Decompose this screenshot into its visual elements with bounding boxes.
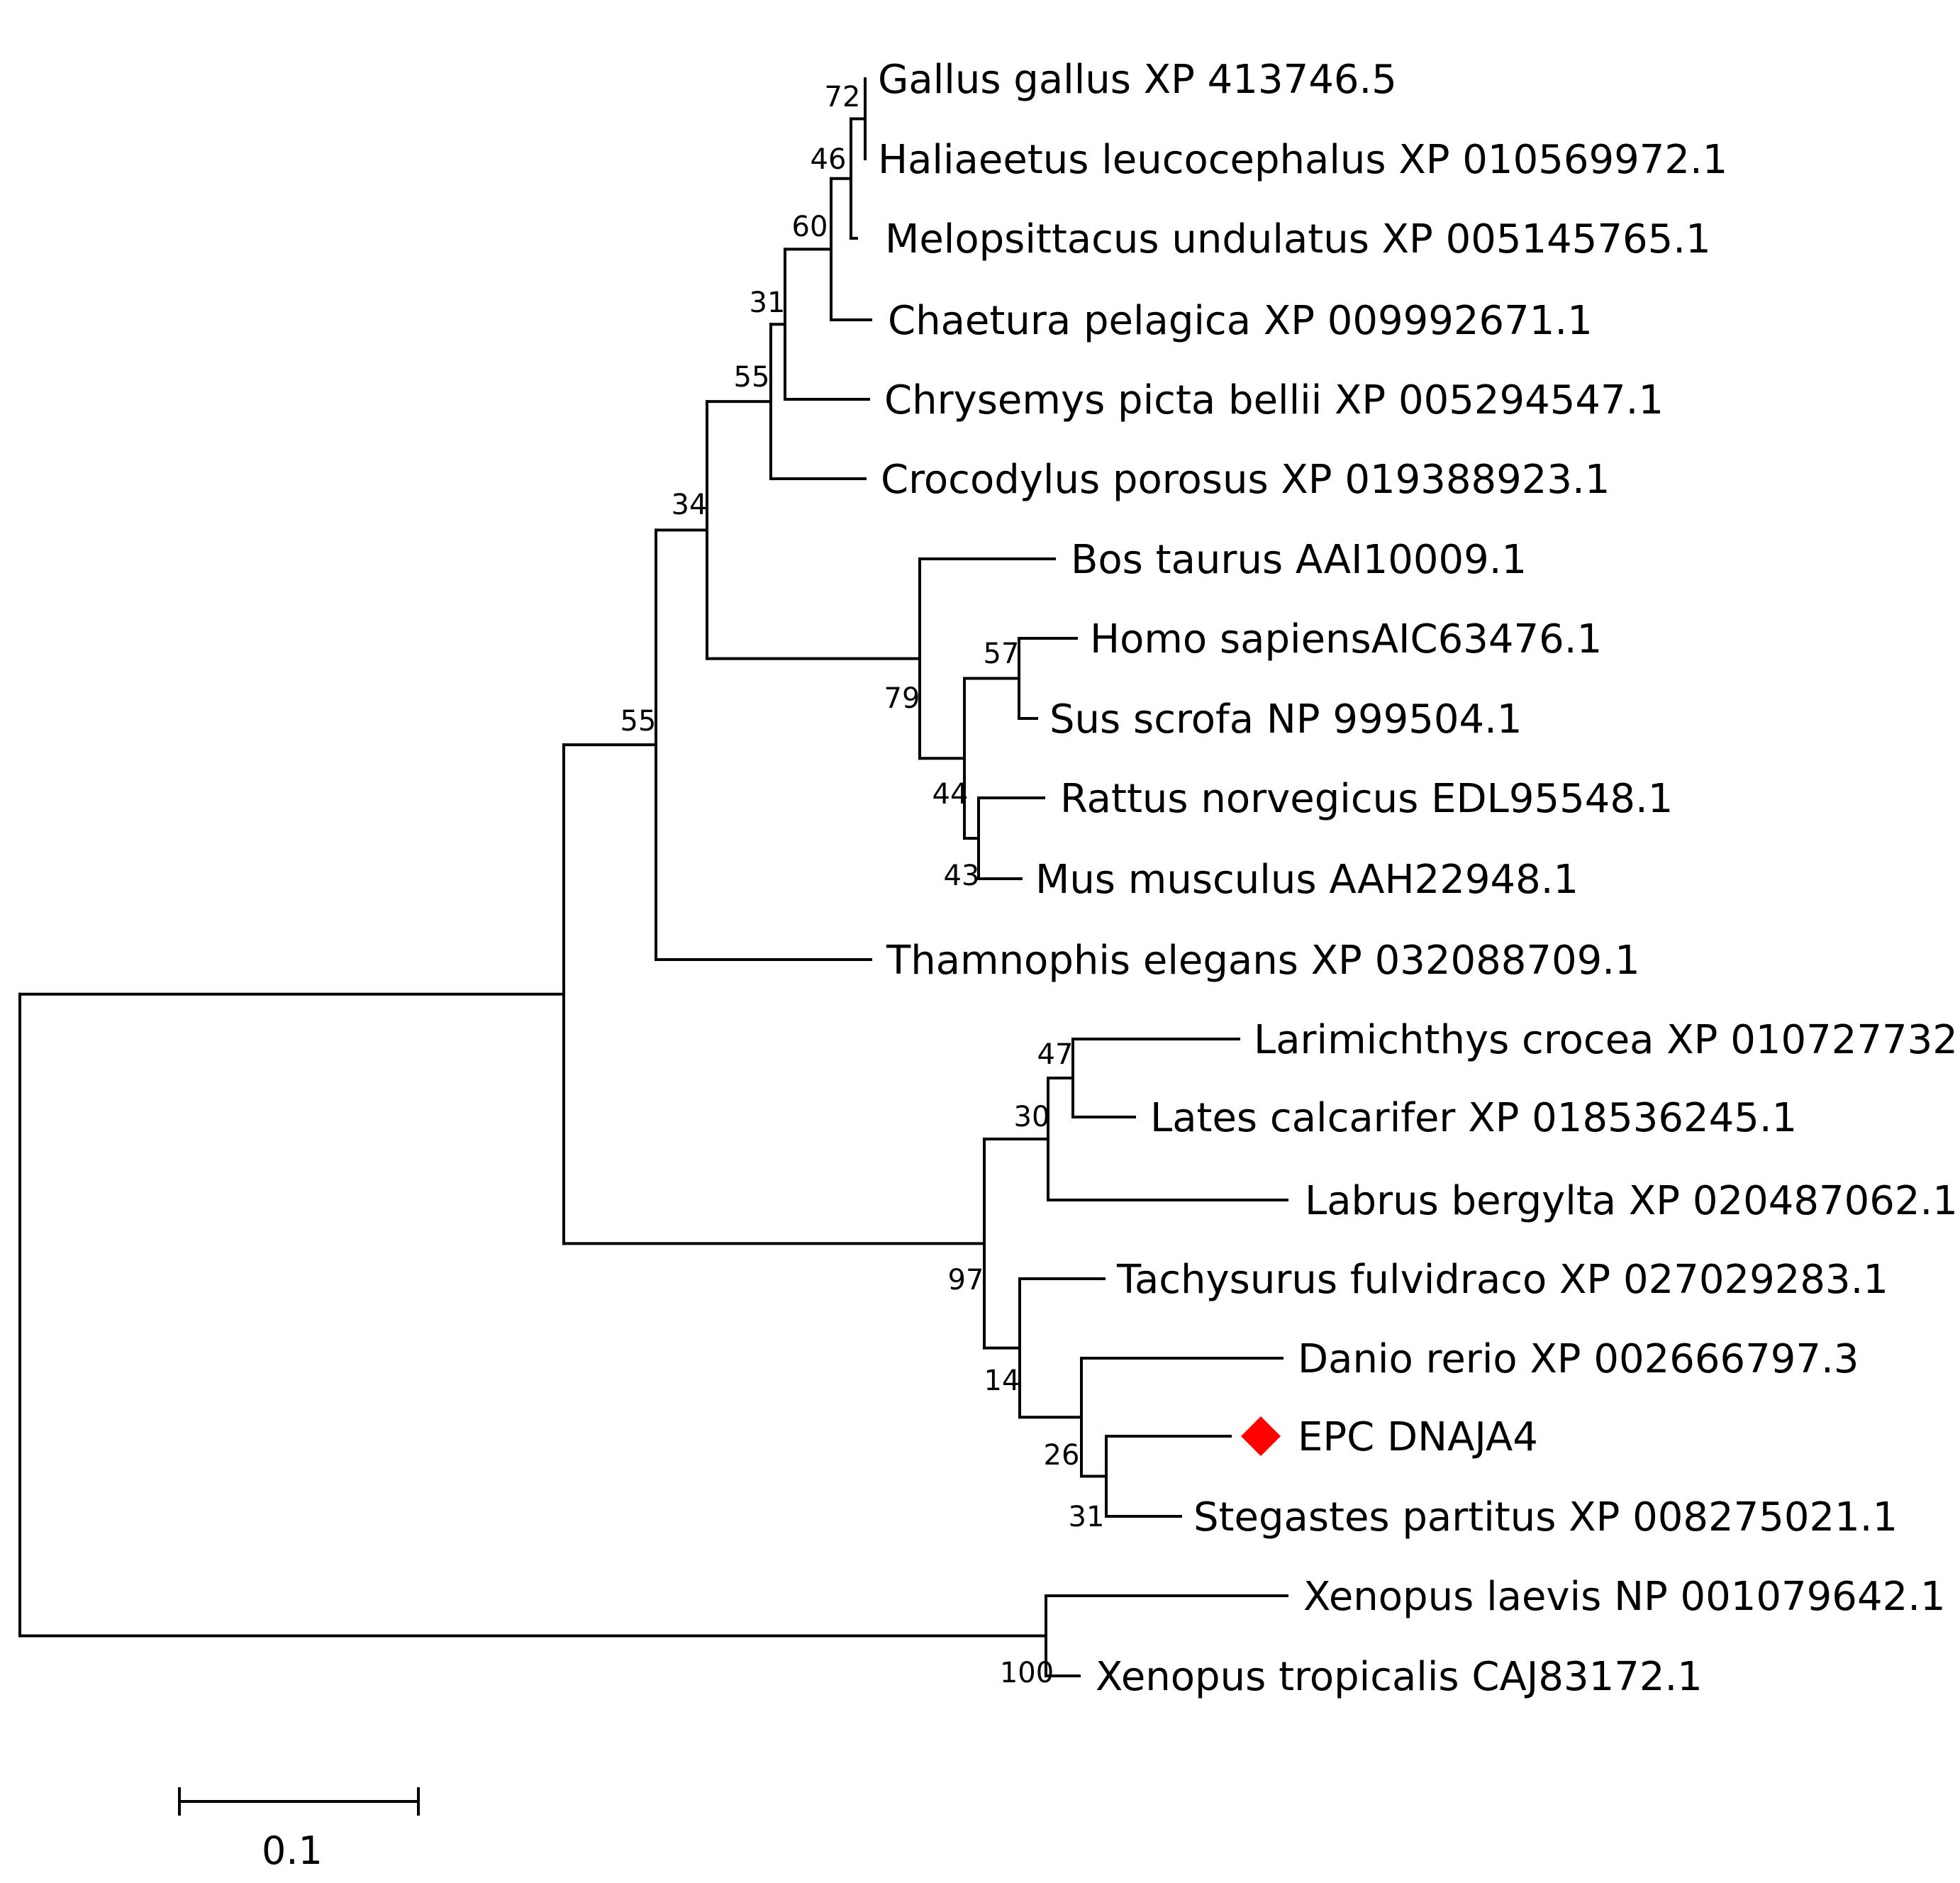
tree-branches — [18, 77, 1288, 1677]
leaf-label: Haliaeetus leucocephalus XP 010569972.1 — [878, 137, 1727, 183]
bootstrap-value: 55 — [620, 705, 657, 738]
leaf-label: Lates calcarifer XP 018536245.1 — [1150, 1095, 1797, 1141]
leaf-label: Gallus gallus XP 413746.5 — [878, 57, 1397, 103]
leaf-label: Chrysemys picta bellii XP 005294547.1 — [884, 377, 1664, 423]
bootstrap-value: 14 — [984, 1365, 1020, 1397]
bootstrap-value: 26 — [1044, 1439, 1080, 1472]
leaf-label: Chaetura pelagica XP 009992671.1 — [888, 298, 1593, 344]
leaf-label: EPC DNAJA4 — [1298, 1414, 1538, 1460]
leaf-label: Crocodylus porosus XP 019388923.1 — [881, 457, 1610, 503]
bootstrap-labels: 72 46 60 31 55 57 43 44 79 34 55 47 30 31 26 14 97 100 — [620, 81, 1105, 1689]
bootstrap-value: 97 — [948, 1264, 984, 1296]
bootstrap-value: 100 — [1000, 1657, 1054, 1689]
leaf-label: Tachysurus fulvidraco XP 027029283.1 — [1116, 1257, 1888, 1303]
leaf-label: Stegastes partitus XP 008275021.1 — [1193, 1494, 1898, 1540]
bootstrap-value: 31 — [750, 287, 786, 319]
leaf-label: Xenopus laevis NP 001079642.1 — [1303, 1574, 1946, 1620]
bootstrap-value: 31 — [1069, 1501, 1105, 1533]
leaf-label: Thamnophis elegans XP 032088709.1 — [886, 938, 1640, 984]
bootstrap-value: 60 — [792, 211, 828, 243]
leaf-label: Rattus norvegicus EDL95548.1 — [1060, 776, 1673, 822]
leaf-label: Labrus bergylta XP 020487062.1 — [1305, 1178, 1958, 1224]
leaf-label: Melopsittacus undulatus XP 005145765.1 — [885, 216, 1711, 262]
scale-bar: 0.1 — [178, 1787, 420, 1873]
bootstrap-value: 30 — [1014, 1101, 1050, 1133]
leaf-label: Danio rerio XP 002666797.3 — [1298, 1336, 1859, 1382]
bootstrap-value: 44 — [932, 778, 969, 811]
diamond-marker-icon — [1241, 1416, 1281, 1456]
bootstrap-value: 72 — [825, 81, 861, 113]
leaf-label: Xenopus tropicalis CAJ83172.1 — [1096, 1654, 1703, 1700]
leaf-label: Larimichthys crocea XP 010727732.2 — [1254, 1017, 1960, 1063]
scale-bar-label: 0.1 — [262, 1828, 323, 1873]
bootstrap-value: 57 — [984, 638, 1020, 670]
leaf-label: Mus musculus AAH22948.1 — [1035, 857, 1578, 903]
bootstrap-value: 47 — [1037, 1038, 1074, 1071]
bootstrap-value: 55 — [734, 361, 770, 394]
leaf-label: Bos taurus AAI10009.1 — [1071, 537, 1527, 583]
bootstrap-value: 34 — [672, 489, 708, 521]
bootstrap-value: 79 — [884, 682, 920, 715]
bootstrap-value: 46 — [811, 143, 847, 176]
leaf-label: Sus scrofa NP 999504.1 — [1049, 696, 1522, 743]
leaf-label: Homo sapiensAIC63476.1 — [1090, 616, 1602, 662]
bootstrap-value: 43 — [944, 860, 980, 892]
